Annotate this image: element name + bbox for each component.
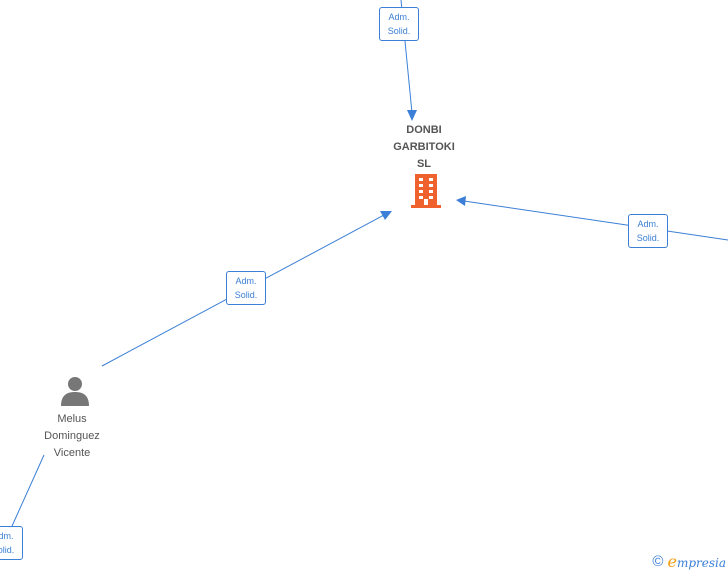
edge-arrow-top [407, 110, 417, 121]
edge-label-bottom-left[interactable]: Adm. Solid. [0, 526, 23, 560]
building-icon[interactable] [411, 174, 441, 208]
edge-label-top[interactable]: Adm. Solid. [379, 7, 419, 41]
edge-label-person-company[interactable]: Adm. Solid. [226, 271, 266, 305]
edge-arrow-person-company [380, 211, 392, 220]
brand-logo: empresia [667, 552, 726, 571]
edge-arrow-right [456, 196, 466, 206]
copyright-icon: © [652, 553, 664, 570]
empresia-watermark: © empresia [652, 552, 726, 571]
edge-line-right [463, 200, 728, 241]
person-icon[interactable] [60, 376, 90, 406]
person-name[interactable]: Melus Dominguez Vicente [44, 413, 100, 459]
edge-line-bottom-left [7, 454, 45, 536]
company-name[interactable]: DONBI GARBITOKI SL [393, 124, 455, 170]
edge-label-right[interactable]: Adm. Solid. [628, 214, 668, 248]
